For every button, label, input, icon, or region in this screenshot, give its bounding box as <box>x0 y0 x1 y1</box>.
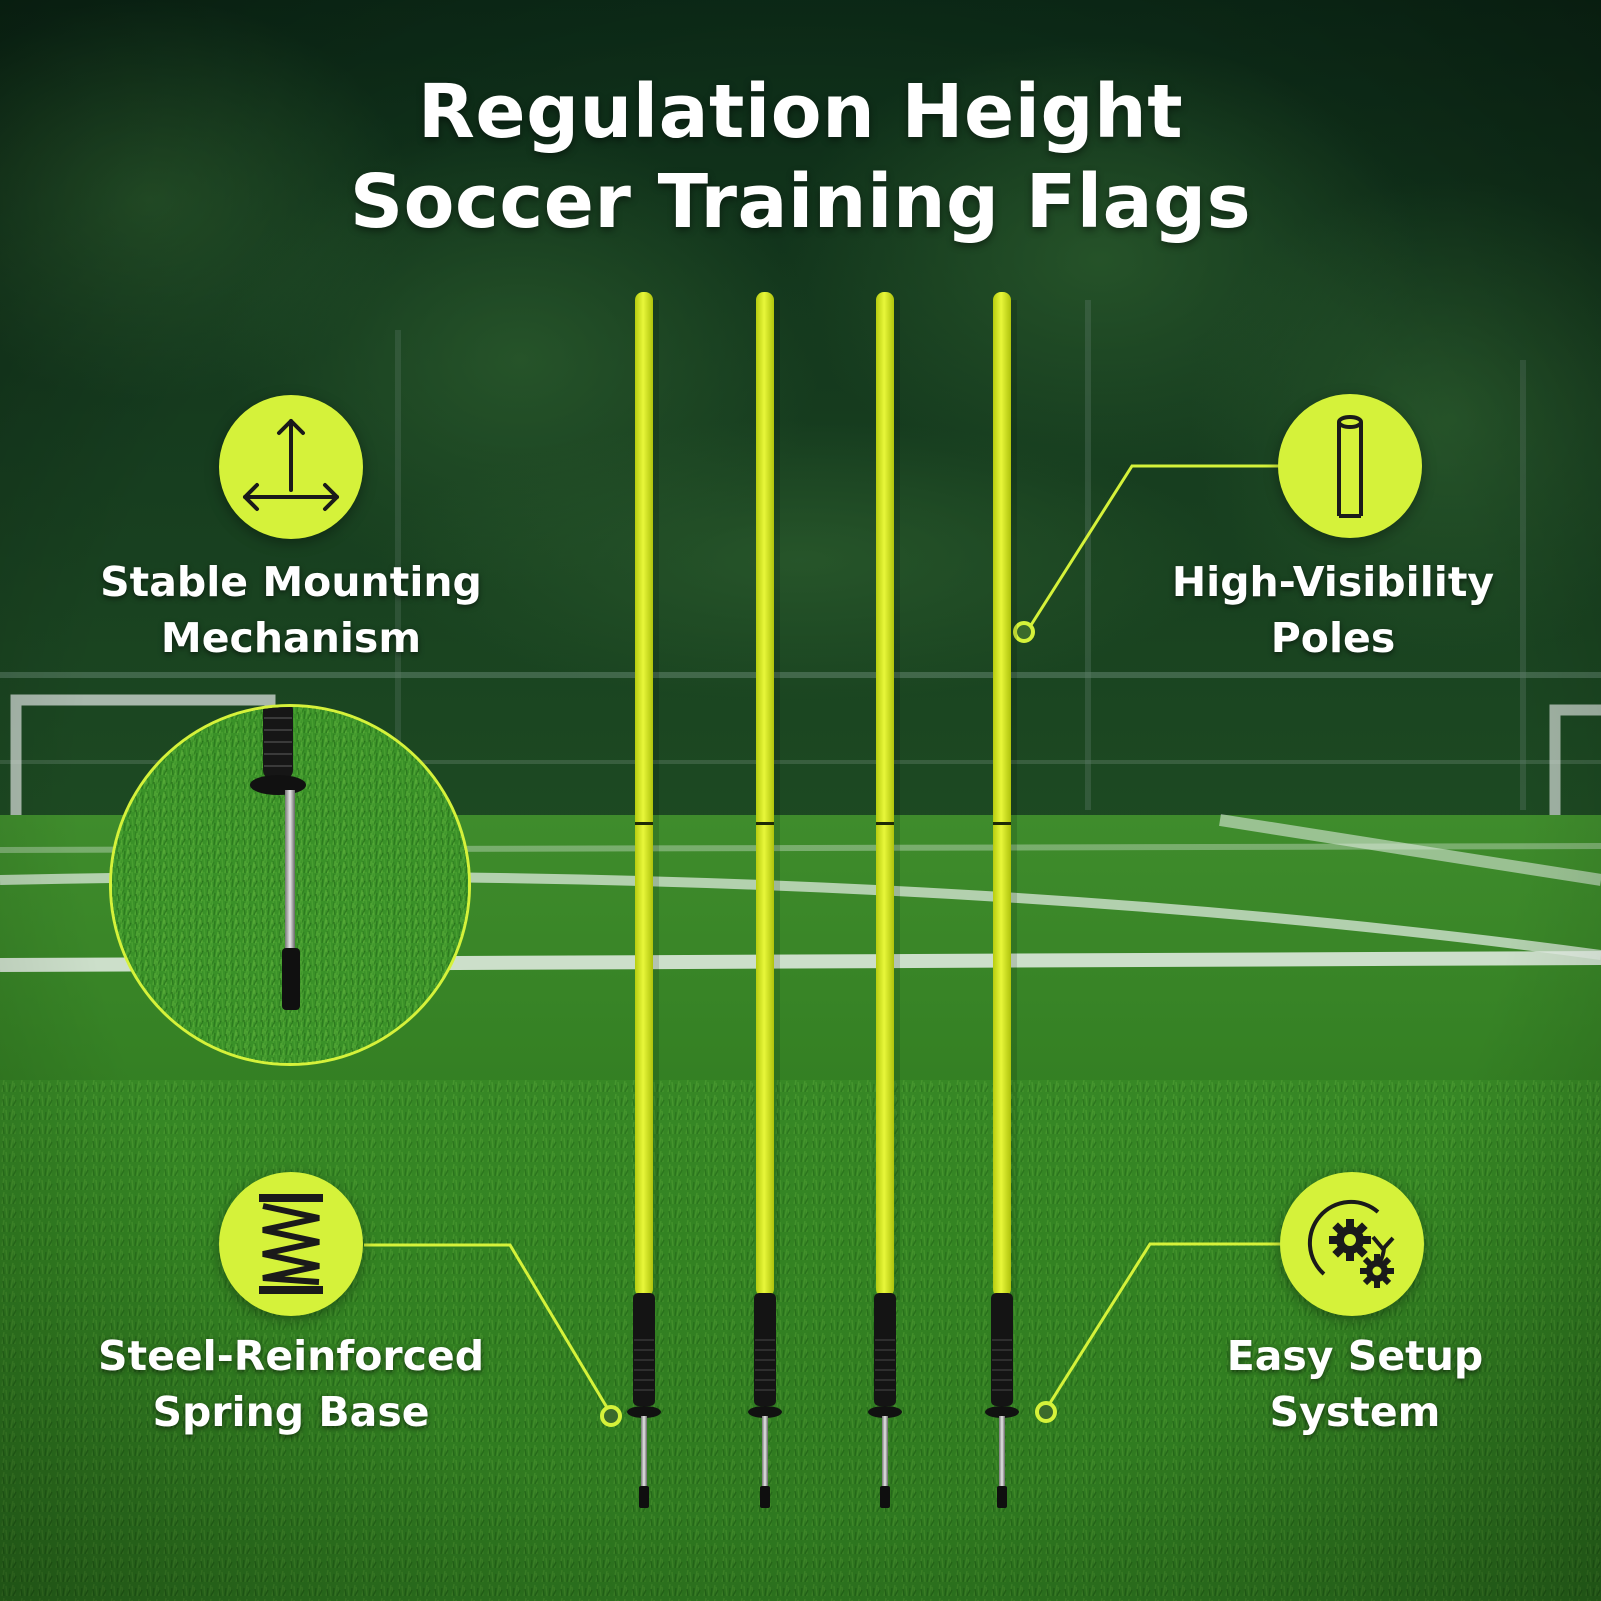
page-title-line-1: Regulation Height <box>417 69 1184 155</box>
training-pole <box>985 292 1019 1508</box>
feature-badge-steel-reinforced <box>219 1172 363 1316</box>
feature-badge-easy-setup <box>1280 1172 1424 1316</box>
training-pole <box>748 292 782 1508</box>
feature-label-line: Poles <box>1270 614 1396 662</box>
feature-label-line: Stable Mounting <box>100 558 482 606</box>
feature-badge-stable-mounting <box>219 395 363 539</box>
feature-label-high-visibility: High-Visibility Poles <box>1158 554 1508 666</box>
axis-arrows-icon <box>243 419 339 511</box>
feature-label-line: Mechanism <box>160 614 422 662</box>
training-pole <box>627 292 661 1508</box>
gears-rotate-icon <box>1307 1199 1395 1288</box>
spring-icon <box>259 1194 323 1294</box>
page-title-line-2: Soccer Training Flags <box>349 159 1252 245</box>
connector-lines <box>364 464 1280 1417</box>
feature-badge-high-visibility <box>1278 394 1422 538</box>
feature-label-line: Easy Setup <box>1226 1332 1484 1380</box>
feature-label-steel-reinforced: Steel-Reinforced Spring Base <box>86 1328 496 1440</box>
feature-label-line: High-Visibility <box>1171 558 1495 606</box>
feature-label-line: System <box>1269 1388 1441 1436</box>
training-pole <box>868 292 902 1508</box>
feature-label-line: Steel-Reinforced <box>97 1332 485 1380</box>
spike-closeup-inset <box>109 704 471 1066</box>
feature-label-line: Spring Base <box>152 1388 430 1436</box>
feature-label-stable-mounting: Stable Mounting Mechanism <box>91 554 491 666</box>
pole-icon <box>1337 415 1363 518</box>
feature-label-easy-setup: Easy Setup System <box>1180 1328 1530 1440</box>
